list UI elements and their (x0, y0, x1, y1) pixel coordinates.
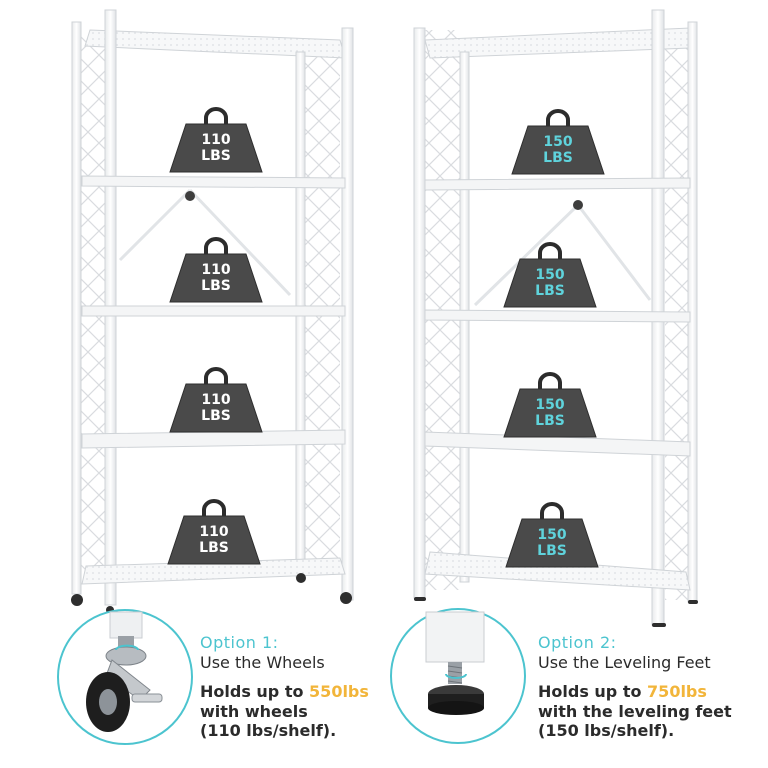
option1-title: Option 1: (200, 633, 279, 652)
option2-subtitle: Use the Leveling Feet (538, 652, 711, 672)
weight-handle (204, 107, 228, 124)
right-rack-pole-front-left (413, 27, 426, 599)
right-rack-shelf-1 (424, 177, 691, 191)
left-rack-pole-front-left (71, 21, 82, 595)
weight-body (169, 253, 263, 303)
weight-label: 110 (201, 262, 230, 278)
weight-body (169, 383, 263, 433)
right-rack-leveling-feet (414, 597, 698, 627)
option2-holds-value: 750lbs (647, 682, 707, 702)
option2-holds-line2: with the leveling feet (538, 701, 732, 721)
right-rack-shelf-2 (424, 309, 691, 323)
right-rack-back-brace (473, 203, 652, 307)
left-rack-shelf-2 (81, 305, 346, 317)
weight-label: LBS (201, 278, 231, 294)
left-rack-wheels (71, 573, 352, 614)
weight-label: LBS (199, 540, 229, 556)
option1-capacity: Holds up to 550lbs with wheels (110 lbs/… (200, 682, 369, 741)
weight-handle (204, 237, 228, 254)
weight-body (503, 388, 597, 438)
left-rack-back-brace (118, 188, 292, 297)
option2-holds-prefix: Holds up to (538, 682, 648, 702)
option2-holds-line3: (150 lbs/shelf). (538, 721, 675, 741)
option2-text-block: Option 2: Use the Leveling Feet Holds up… (538, 633, 732, 741)
weight-body (503, 258, 597, 308)
weight-label: LBS (201, 148, 231, 164)
option1-holds-prefix: Holds up to (200, 682, 310, 702)
weight-label: LBS (535, 413, 565, 429)
weight-label: LBS (535, 283, 565, 299)
weight-body (511, 125, 605, 175)
weight-body (169, 123, 263, 173)
leveling-foot-detail-circle (390, 608, 526, 744)
option2-capacity: Holds up to 750lbs with the leveling fee… (538, 682, 732, 741)
wheel-detail-circle (57, 609, 193, 745)
weight-body (167, 515, 261, 565)
weight-handle (204, 367, 228, 384)
option1-holds-line2: with wheels (200, 701, 308, 721)
right-rack-shelf-bottom (424, 551, 691, 591)
left-shelf-rack (71, 9, 354, 614)
option1-holds-line3: (110 lbs/shelf). (200, 721, 337, 741)
weight-label: 110 (201, 392, 230, 408)
option1-text-block: Option 1: Use the Wheels Holds up to 550… (200, 633, 369, 741)
weight-label: LBS (543, 150, 573, 166)
weight-body (505, 518, 599, 568)
weight-label: LBS (201, 408, 231, 424)
weight-label: 150 (535, 397, 564, 413)
weight-label: 110 (201, 132, 230, 148)
right-rack-shelf-3 (424, 431, 691, 457)
option1-holds-value: 550lbs (309, 682, 369, 702)
left-rack-top-shelf (84, 29, 346, 59)
weight-label: 150 (535, 267, 564, 283)
left-rack-side-lattice-left (78, 30, 108, 570)
right-shelf-rack (413, 9, 698, 627)
right-rack-hinge-knob (573, 200, 583, 210)
caster-wheel-icon (86, 611, 163, 732)
weight-handle (540, 502, 564, 519)
option2-title: Option 2: (538, 633, 617, 652)
weight-label: 150 (537, 527, 566, 543)
weight-label: LBS (537, 543, 567, 559)
weight-handle (538, 372, 562, 389)
weight-handle (546, 109, 570, 126)
weight-handle (202, 499, 226, 516)
left-rack-shelf-1 (81, 175, 346, 189)
option1-subtitle: Use the Wheels (200, 652, 325, 672)
weight-handle (538, 242, 562, 259)
weight-label: 110 (199, 524, 228, 540)
weight-label: 150 (543, 134, 572, 150)
leveling-foot-icon (425, 611, 485, 715)
left-rack-hinge-knob (185, 191, 195, 201)
weights-layer: 110LBS110LBS110LBS110LBS150LBS150LBS150L… (167, 107, 605, 568)
